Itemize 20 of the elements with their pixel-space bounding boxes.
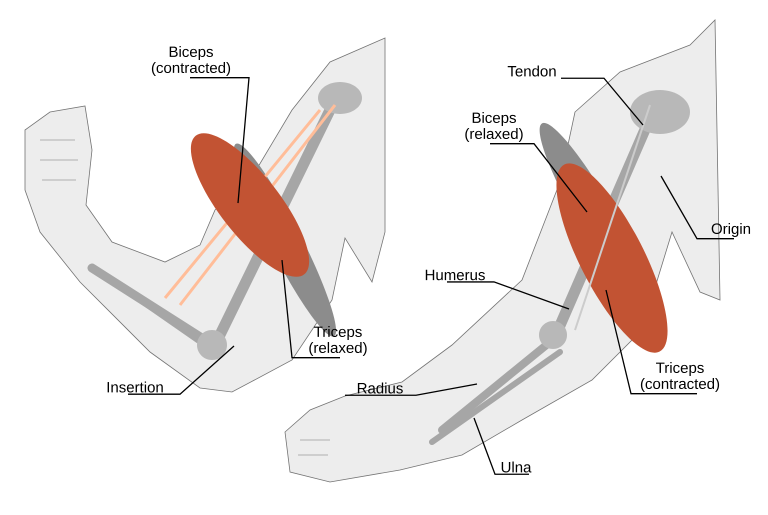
leader-line: [660, 176, 734, 240]
leader-line: [447, 281, 570, 310]
part-label: Radius: [358, 382, 403, 394]
part-label: Humerus: [426, 270, 485, 280]
part-label: Biceps (contracted): [152, 46, 230, 76]
part-label: Tendon: [508, 66, 556, 76]
part-label: Triceps (contracted): [640, 362, 720, 392]
leader-line: [473, 418, 529, 475]
leader-line: [281, 260, 340, 358]
leader-line: [605, 290, 697, 394]
leader-line: [490, 143, 588, 212]
leader-line: [190, 77, 250, 204]
part-label: Biceps (relaxed): [465, 112, 523, 142]
leader-line: [345, 383, 478, 396]
leader-line: [561, 78, 644, 126]
part-label: Insertion: [108, 382, 163, 392]
leader-line: [128, 346, 234, 395]
part-label: Triceps (relaxed): [309, 326, 367, 356]
part-label: Ulna: [502, 462, 532, 472]
part-label: Origin: [712, 223, 750, 237]
